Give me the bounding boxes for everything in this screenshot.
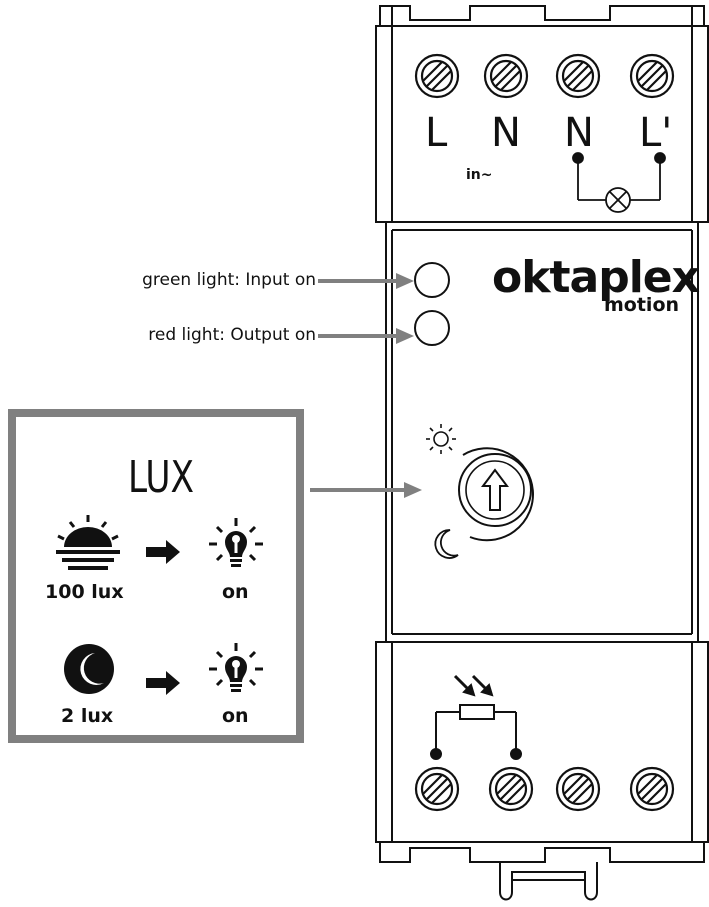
top-terminal-screws <box>414 53 675 99</box>
input-label: in~ <box>466 167 493 183</box>
lux-title: LUX <box>128 452 195 503</box>
terminal-label-n-in: N <box>491 110 521 156</box>
green-led <box>414 262 450 298</box>
arrow-right-icon <box>146 671 180 695</box>
red-led-label: red light: Output on <box>148 325 316 345</box>
photo-sensor-icon <box>430 674 522 760</box>
sun-icon <box>426 424 456 454</box>
terminal-label-n-out: N <box>564 110 594 156</box>
arrow-right-icon <box>146 540 180 564</box>
bottom-terminal-screws <box>414 766 675 812</box>
red-led <box>414 310 450 346</box>
moon-icon <box>64 644 114 694</box>
device-housing <box>375 5 709 901</box>
sunset-icon <box>56 515 120 570</box>
lux-value-night: 2 lux <box>61 705 114 727</box>
callout-arrows <box>310 273 422 498</box>
moon-small-icon <box>434 529 459 559</box>
brand-logo: oktaplex <box>492 252 700 303</box>
lux-value-day: 100 lux <box>45 581 124 603</box>
terminal-label-l: L <box>425 110 448 156</box>
lamp-symbol-icon <box>572 152 666 213</box>
result-night: on <box>222 705 249 727</box>
lux-dial[interactable] <box>458 447 534 542</box>
result-day: on <box>222 581 249 603</box>
brand-subtitle: motion <box>604 294 680 316</box>
green-led-label: green light: Input on <box>142 270 316 290</box>
terminal-label-l-out: L' <box>639 110 673 156</box>
